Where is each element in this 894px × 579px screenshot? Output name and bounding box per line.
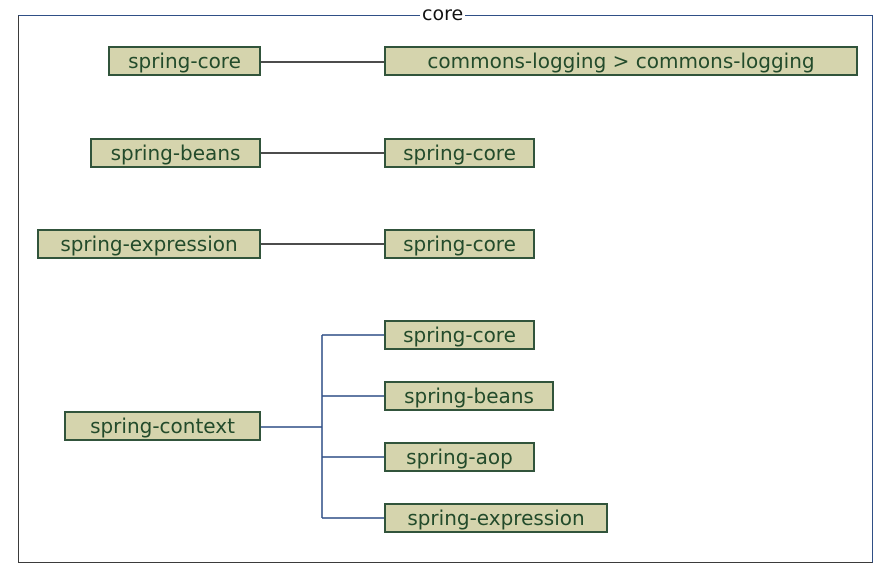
node-spring-context-source: spring-context [64, 411, 261, 441]
group-title: core [420, 2, 466, 26]
node-spring-core-target-expression: spring-core [384, 229, 535, 259]
node-spring-expression-source: spring-expression [37, 229, 261, 259]
node-spring-core-source: spring-core [108, 46, 261, 76]
node-spring-beans-target-context: spring-beans [384, 381, 554, 411]
node-spring-aop-target-context: spring-aop [384, 442, 535, 472]
node-spring-expression-target-context: spring-expression [384, 503, 608, 533]
core-group-frame [18, 15, 873, 563]
node-spring-core-target-beans: spring-core [384, 138, 535, 168]
node-spring-core-target-context: spring-core [384, 320, 535, 350]
node-spring-beans-source: spring-beans [90, 138, 261, 168]
node-commons-logging: commons-logging > commons-logging [384, 46, 858, 76]
